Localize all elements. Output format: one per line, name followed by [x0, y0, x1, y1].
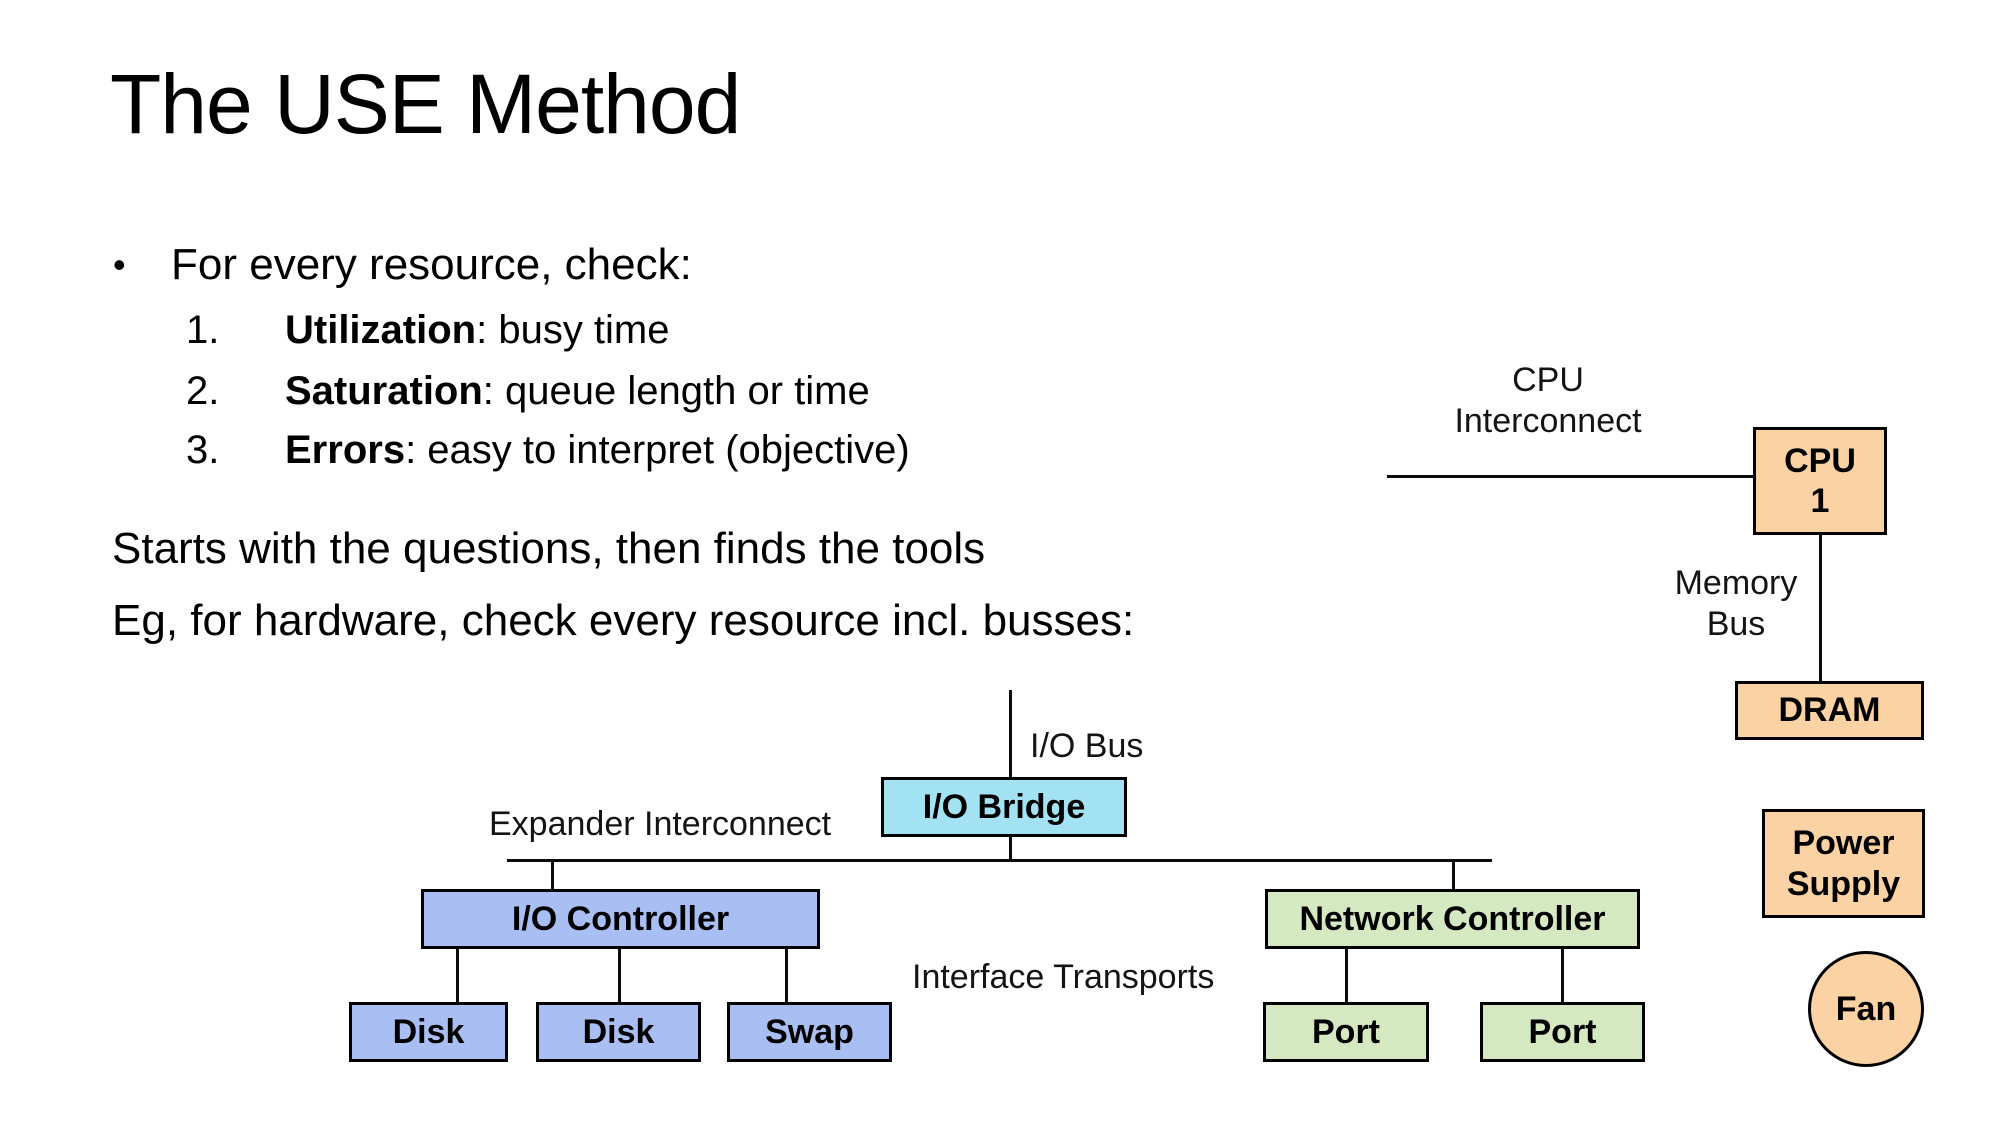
memory-bus-line	[1819, 535, 1822, 681]
io-controller-node: I/O Controller	[421, 889, 820, 949]
port2-node: Port	[1480, 1002, 1645, 1062]
io-controller-label: I/O Controller	[511, 899, 730, 938]
port2-label: Port	[1528, 1012, 1597, 1051]
list-rest: : busy time	[476, 308, 670, 352]
port1-node: Port	[1263, 1002, 1429, 1062]
network-controller-drop-line	[1452, 862, 1455, 890]
bullet-line: • For every resource, check:	[113, 240, 692, 290]
list-item-saturation: 2. Saturation: queue length or time	[186, 369, 870, 414]
network-controller-label: Network Controller	[1299, 899, 1606, 938]
io-bridge-label: I/O Bridge	[922, 787, 1086, 826]
list-rest: : easy to interpret (objective)	[405, 428, 910, 472]
io-bus-label: I/O Bus	[1030, 727, 1144, 765]
cpu-interconnect-line	[1387, 475, 1753, 478]
cpu-node: CPU 1	[1753, 427, 1887, 535]
power-supply-node: Power Supply	[1762, 809, 1925, 918]
swap-label: Swap	[765, 1012, 854, 1051]
interface-transports-label: Interface Transports	[912, 958, 1215, 996]
cpu-interconnect-label: CPU Interconnect	[1408, 360, 1688, 443]
memory-bus-label-line1: Memory	[1674, 564, 1798, 602]
io-controller-drop-line	[551, 862, 554, 890]
list-number: 3.	[186, 428, 220, 472]
list-term: Utilization	[285, 308, 477, 352]
list-number: 2.	[186, 369, 220, 413]
expander-interconnect-label: Expander Interconnect	[489, 805, 832, 843]
disk2-link-line	[618, 949, 621, 1002]
cpu-node-label-line2: 1	[1810, 482, 1830, 520]
disk2-node: Disk	[536, 1002, 701, 1062]
bullet-glyph: •	[113, 244, 126, 285]
port1-link-line	[1345, 949, 1348, 1002]
disk1-node: Disk	[349, 1002, 508, 1062]
memory-bus-label: Memory Bus	[1616, 563, 1856, 646]
list-rest: : queue length or time	[482, 369, 870, 413]
io-bus-line	[1009, 690, 1012, 777]
list-term: Saturation	[285, 369, 483, 413]
power-supply-label-line2: Supply	[1786, 864, 1901, 903]
port1-label: Port	[1312, 1012, 1380, 1051]
paragraph-line-2: Eg, for hardware, check every resource i…	[112, 596, 1135, 645]
io-bridge-node: I/O Bridge	[881, 777, 1127, 837]
dram-node: DRAM	[1735, 681, 1924, 740]
disk1-label: Disk	[392, 1012, 465, 1051]
expander-interconnect-line	[507, 859, 1492, 862]
io-bridge-drop-line	[1009, 837, 1012, 862]
power-supply-label-line1: Power	[1792, 824, 1895, 863]
list-term: Errors	[285, 428, 406, 472]
swap-node: Swap	[727, 1002, 892, 1062]
swap-link-line	[785, 949, 788, 1002]
list-item-utilization: 1. Utilization: busy time	[186, 308, 670, 353]
memory-bus-label-line2: Bus	[1706, 605, 1766, 644]
list-number: 1.	[186, 308, 220, 352]
fan-node-label: Fan	[1835, 989, 1897, 1028]
port2-link-line	[1561, 949, 1564, 1002]
cpu-node-label-line1: CPU	[1784, 441, 1856, 480]
paragraph-line-1: Starts with the questions, then finds th…	[112, 524, 986, 573]
network-controller-node: Network Controller	[1265, 889, 1640, 949]
dram-node-label: DRAM	[1778, 691, 1881, 730]
cpu-interconnect-label-line1: CPU	[1512, 361, 1584, 399]
cpu-interconnect-label-line2: Interconnect	[1454, 402, 1642, 441]
fan-node: Fan	[1808, 951, 1924, 1067]
disk1-link-line	[456, 949, 459, 1002]
bullet-text: For every resource, check:	[171, 240, 692, 289]
list-item-errors: 3. Errors: easy to interpret (objective)	[186, 428, 910, 473]
disk2-label: Disk	[582, 1012, 655, 1051]
page-title: The USE Method	[110, 57, 741, 151]
